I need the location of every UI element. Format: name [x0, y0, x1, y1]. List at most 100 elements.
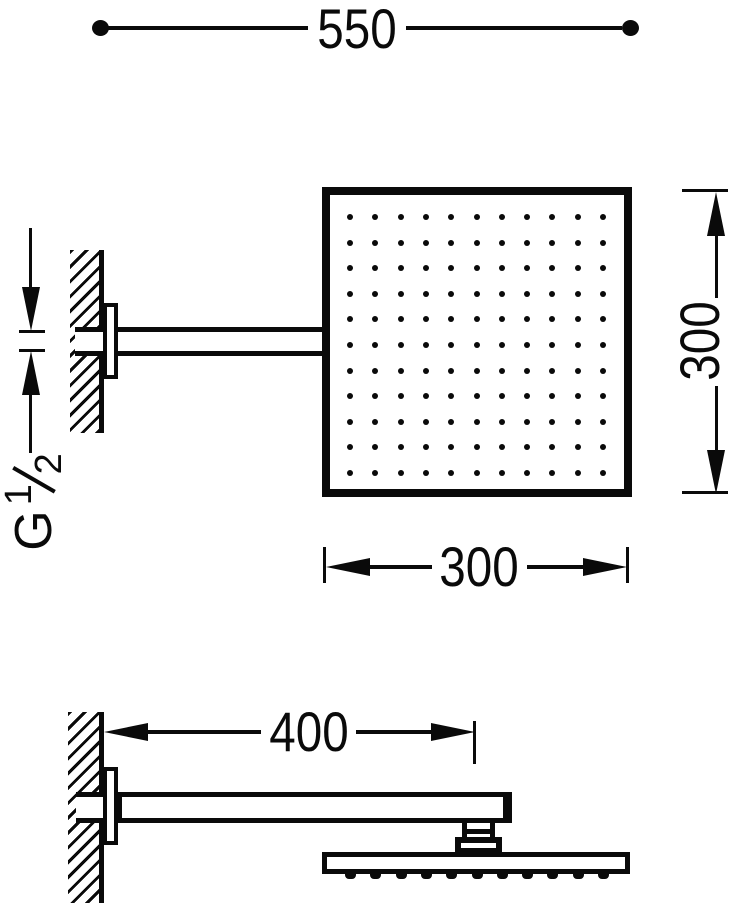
- spray-nozzle-dot: [574, 470, 581, 476]
- dimension-300v-label: 300: [668, 301, 731, 381]
- spray-nozzle-dot: [549, 470, 556, 476]
- spray-nozzle-dot: [600, 316, 606, 323]
- spray-nozzle-dot: [524, 290, 531, 297]
- spray-nozzle-dot: [574, 239, 581, 246]
- spray-nozzle-dot: [524, 444, 531, 451]
- spray-nozzle-dot: [422, 290, 429, 297]
- dimension-line: [527, 565, 584, 569]
- spray-nozzle-dot: [422, 418, 429, 425]
- spray-nozzle-dot: [422, 393, 429, 400]
- extension-tick: [682, 491, 728, 494]
- spray-nozzle-dot: [397, 444, 404, 451]
- spray-nozzle-dot: [574, 316, 581, 323]
- arrowhead-up: [22, 351, 40, 395]
- dimension-line: [406, 26, 622, 30]
- spray-nozzle-dot: [397, 214, 404, 220]
- spray-nozzle-dot: [448, 418, 455, 425]
- spray-nozzle-dot: [448, 367, 455, 374]
- nozzle-bump: [547, 873, 559, 879]
- dimension-300h-label: 300: [439, 535, 519, 598]
- extension-tick: [682, 189, 728, 192]
- spray-nozzle-dot: [397, 239, 404, 246]
- spray-nozzle-dot: [448, 290, 455, 297]
- arrowhead-right: [431, 723, 475, 741]
- spray-nozzle-dot: [397, 470, 404, 476]
- extension-tick: [19, 349, 45, 352]
- spray-nozzle-dot: [448, 239, 455, 246]
- spray-nozzle-dot: [397, 367, 404, 374]
- spray-nozzle-dot: [372, 444, 379, 451]
- spray-nozzle-dot: [372, 393, 379, 400]
- spray-nozzle-dot: [574, 214, 581, 220]
- spray-nozzle-dot: [397, 418, 404, 425]
- dimension-line: [356, 730, 432, 734]
- shower-arm-tube: [117, 792, 512, 823]
- spray-nozzle-dot: [372, 316, 379, 323]
- nozzle-bump: [522, 873, 534, 879]
- spray-nozzle-dot: [372, 290, 379, 297]
- extension-tick: [473, 721, 476, 764]
- arrowhead-down: [22, 287, 40, 331]
- spray-nozzle-dot: [372, 214, 379, 220]
- arrowhead-down: [707, 450, 725, 494]
- spray-nozzle-dot: [600, 342, 606, 348]
- spray-nozzle-dot: [574, 393, 581, 400]
- spray-nozzle-dot: [549, 342, 556, 348]
- dimension-endpoint-dot-right: [622, 20, 639, 36]
- arrowhead-left: [326, 558, 370, 576]
- spray-nozzle-dot: [347, 444, 353, 451]
- spray-nozzle-dot: [347, 342, 353, 348]
- spray-nozzle-dot: [549, 214, 556, 220]
- spray-nozzle-dot: [600, 418, 606, 425]
- spray-nozzle-dot: [397, 265, 404, 272]
- spray-nozzle-dot: [473, 214, 480, 220]
- spray-nozzle-dot: [347, 265, 353, 272]
- thread-denominator: 2: [28, 453, 70, 475]
- spray-nozzle-dot: [422, 316, 429, 323]
- spray-nozzle-dot: [600, 265, 606, 272]
- spray-nozzle-dot: [498, 342, 505, 348]
- spray-nozzle-dot: [473, 265, 480, 272]
- arrowhead-left: [104, 723, 148, 741]
- spray-nozzle-dot: [524, 470, 531, 476]
- spray-nozzle-dot: [549, 316, 556, 323]
- spray-nozzle-dot: [600, 290, 606, 297]
- spray-nozzle-dot: [347, 316, 353, 323]
- nozzle-bump: [395, 873, 407, 879]
- thread-fraction: 1 2: [0, 453, 70, 505]
- spray-nozzle-dot: [473, 367, 480, 374]
- spray-nozzle-dot: [448, 265, 455, 272]
- spray-nozzle-dot: [498, 290, 505, 297]
- dimension-400-label: 400: [269, 700, 349, 763]
- spray-nozzle-dot: [524, 418, 531, 425]
- spray-nozzle-dot: [347, 290, 353, 297]
- spray-nozzle-dot: [574, 290, 581, 297]
- spray-nozzle-dot: [397, 342, 404, 348]
- spray-nozzle-dot: [422, 214, 429, 220]
- spray-nozzle-dot: [600, 444, 606, 451]
- spray-nozzle-dot: [372, 342, 379, 348]
- spray-nozzle-dot: [448, 316, 455, 323]
- nozzle-bump: [471, 873, 483, 879]
- spray-nozzle-dot: [524, 316, 531, 323]
- spray-nozzle-dot: [600, 393, 606, 400]
- spray-nozzle-dot: [372, 418, 379, 425]
- nozzle-bump: [370, 873, 382, 879]
- inlet-pipe: [76, 792, 104, 823]
- spray-nozzle-dot: [448, 393, 455, 400]
- thread-size-label: G 1 2: [0, 453, 70, 551]
- spray-nozzle-dot: [600, 367, 606, 374]
- spray-nozzle-dot: [574, 367, 581, 374]
- spray-nozzle-dot: [549, 265, 556, 272]
- wall-flange: [103, 767, 118, 845]
- spray-nozzle-dot: [473, 239, 480, 246]
- spray-nozzle-dot: [422, 239, 429, 246]
- spray-nozzle-dot: [600, 470, 606, 476]
- dimension-endpoint-dot-left: [92, 20, 109, 36]
- joint-neck-crossbar: [462, 829, 495, 834]
- spray-nozzle-dot: [600, 214, 606, 220]
- spray-nozzle-dot: [574, 418, 581, 425]
- thread-letter: G: [5, 510, 63, 551]
- nozzle-bump: [420, 873, 432, 879]
- spray-nozzle-dot: [549, 393, 556, 400]
